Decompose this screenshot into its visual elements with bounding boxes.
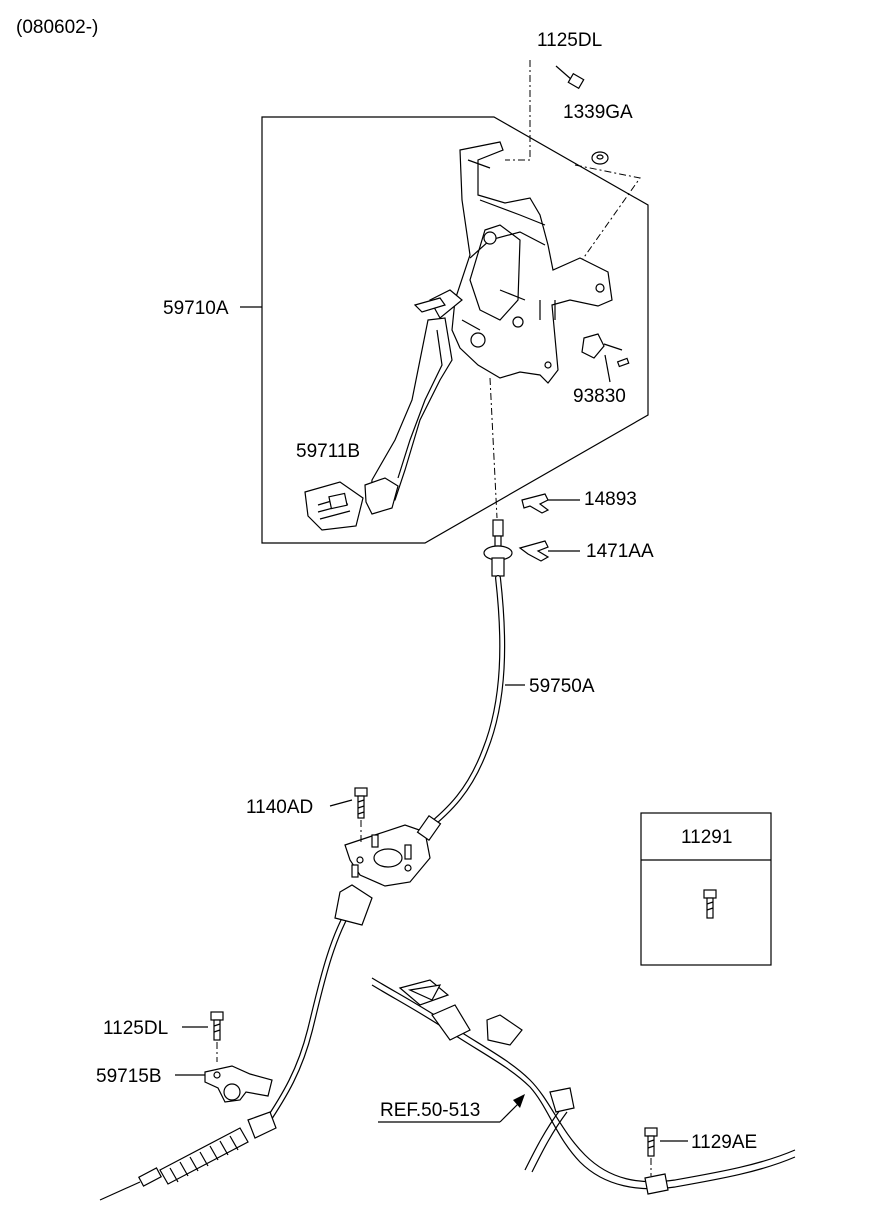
bolt-right-part <box>644 1127 658 1176</box>
nut-top-leader <box>574 164 641 271</box>
main-cable <box>262 575 506 1128</box>
assembly-boundary <box>261 116 649 544</box>
cable-end-fitting <box>483 519 513 577</box>
mid-bracket-plate <box>344 814 442 887</box>
clip-lower-part <box>518 540 550 562</box>
nut-top-part <box>591 151 609 165</box>
callout-59750A: 59750A <box>529 676 595 697</box>
callout-1129AE: 1129AE <box>691 1132 757 1153</box>
inset-label: 11291 <box>681 827 732 848</box>
inset-bolt-part <box>703 889 717 919</box>
callout-59711B: 59711B <box>296 441 360 462</box>
callout-1125DL-lower: 1125DL <box>103 1018 168 1039</box>
cable-sleeve <box>334 884 373 926</box>
pedal-bracket <box>413 141 613 384</box>
callout-1125DL-top: 1125DL <box>537 30 602 51</box>
bracket-lower-part <box>204 1065 273 1103</box>
bolt-mid-part <box>354 787 368 842</box>
inset-box: 11291 <box>640 812 772 966</box>
lower-cable-end <box>99 1111 277 1201</box>
pedal-pad-part <box>304 481 364 531</box>
pedal-arm <box>369 317 453 506</box>
header-code: (080602-) <box>16 17 98 38</box>
callout-14893: 14893 <box>584 489 637 510</box>
cable-leader <box>489 377 498 519</box>
bolt-lower-part <box>210 1011 224 1062</box>
clip-upper-part <box>521 493 550 514</box>
callout-1140AD: 1140AD <box>246 797 313 818</box>
rear-cable-assembly <box>371 977 796 1195</box>
bolt-top-leader <box>505 60 531 161</box>
callout-1471AA: 1471AA <box>586 541 654 562</box>
bolt-top-part <box>555 65 585 90</box>
callout-93830: 93830 <box>573 386 626 407</box>
switch-part <box>581 333 630 368</box>
ref-arrow <box>499 1094 525 1123</box>
callout-59710A: 59710A <box>163 298 229 319</box>
callout-ref-50-513: REF.50-513 <box>380 1100 480 1121</box>
callout-59715B: 59715B <box>96 1066 162 1087</box>
callout-leaders <box>175 306 688 1142</box>
callout-1339GA: 1339GA <box>563 102 633 123</box>
pedal-foot <box>364 477 399 515</box>
